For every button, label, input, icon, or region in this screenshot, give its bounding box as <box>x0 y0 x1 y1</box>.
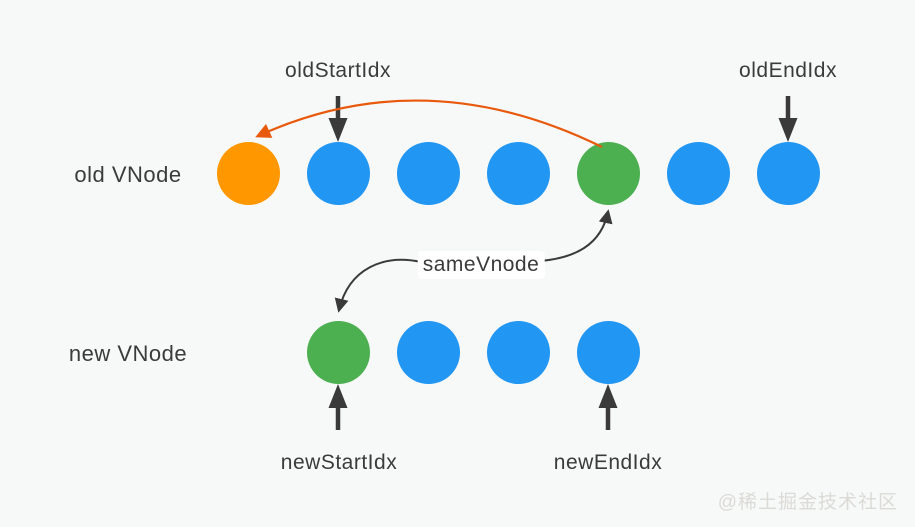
new-end-pointer-head <box>598 384 618 408</box>
new-vnode-circle-1 <box>396 321 460 384</box>
old-start-pointer-head <box>328 118 348 142</box>
new-vnode-circle-2 <box>486 321 550 384</box>
old-end-pointer-arrow <box>778 96 798 142</box>
same-vnode-curve-to-old <box>539 209 613 262</box>
old-end-pointer-head <box>778 118 798 142</box>
swap-curve-arrow <box>255 99 603 148</box>
old-vnode-circle-2 <box>396 142 460 205</box>
new-start-pointer-head <box>328 384 348 408</box>
new-start-idx-label: newStartIdx <box>280 451 398 474</box>
old-vnode-circle-4 <box>576 142 640 205</box>
old-vnode-circle-6 <box>756 142 820 205</box>
old-end-idx-label: oldEndIdx <box>739 59 837 82</box>
new-start-pointer-arrow <box>328 384 348 430</box>
new-vnode-row-label: new VNode <box>68 341 188 366</box>
new-vnode-circle-0 <box>306 321 370 384</box>
old-vnode-row-label: old VNode <box>74 162 182 187</box>
new-end-idx-label: newEndIdx <box>553 451 663 474</box>
same-vnode-curve-to-new <box>334 258 422 313</box>
new-vnode-circle-3 <box>576 321 640 384</box>
watermark: @稀土掘金技术社区 <box>717 492 898 513</box>
old-vnode-circle-5 <box>666 142 730 205</box>
same-vnode-label: sameVnode <box>417 251 545 279</box>
old-vnode-circle-3 <box>486 142 550 205</box>
old-vnode-circle-0 <box>216 142 280 205</box>
old-start-idx-label: oldStartIdx <box>285 59 391 82</box>
old-vnode-circle-1 <box>306 142 370 205</box>
new-end-pointer-arrow <box>598 384 618 430</box>
old-start-pointer-arrow <box>328 96 348 142</box>
